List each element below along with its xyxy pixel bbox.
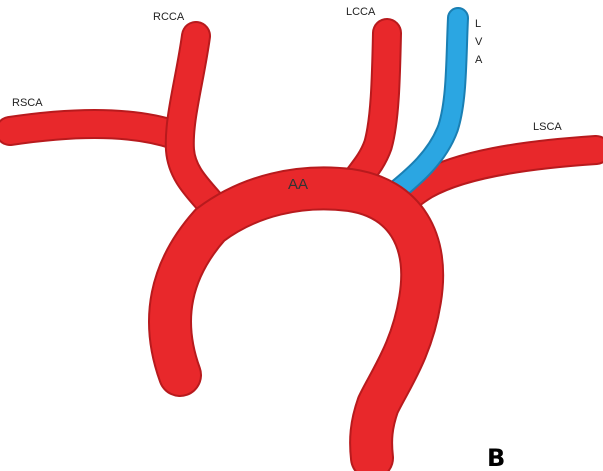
lcca-vessel <box>355 33 387 182</box>
lcca-label: LCCA <box>346 6 376 18</box>
aortic-arch-label: AA <box>288 176 308 193</box>
lva-label-l: L <box>475 18 481 30</box>
lva-label-a: A <box>475 54 483 66</box>
rsca-label: RSCA <box>12 97 43 109</box>
rsca-vessel <box>10 124 175 135</box>
panel-letter: B <box>487 444 505 471</box>
rcca-label: RCCA <box>153 11 185 23</box>
lva-label-v: V <box>475 36 483 48</box>
lsca-label: LSCA <box>533 121 562 133</box>
